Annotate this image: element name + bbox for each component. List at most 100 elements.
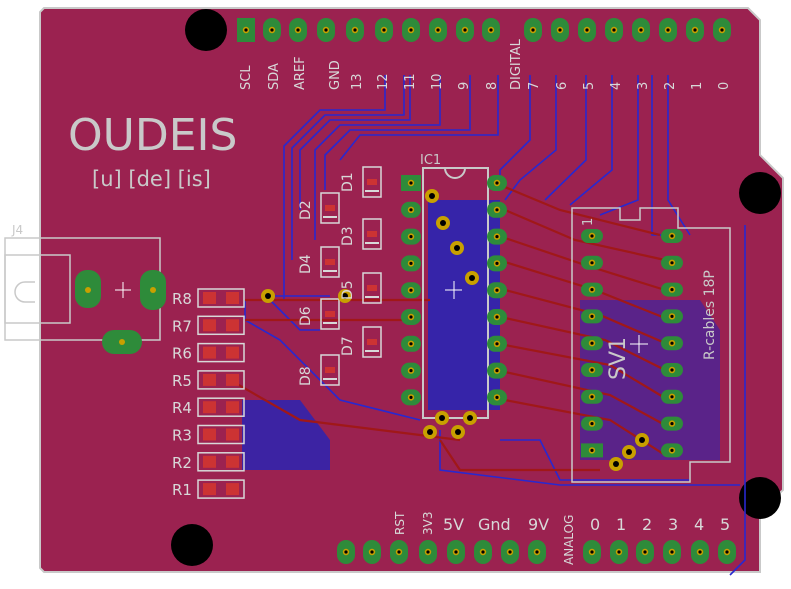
header-pin (346, 18, 364, 42)
header-pin (551, 18, 569, 42)
top-header-pins (237, 18, 731, 42)
header-label: 8 (485, 82, 500, 90)
header-label: Gnd (478, 515, 511, 534)
resistor-label: R1 (172, 481, 192, 499)
resistor-label: R7 (172, 317, 192, 335)
via (436, 216, 450, 230)
header-label: 10 (430, 73, 445, 90)
connector-pin (661, 443, 683, 458)
resistor (197, 397, 245, 417)
connector-pin (581, 229, 603, 243)
mount-hole-bottom-left (171, 524, 213, 566)
connector-pin (581, 443, 603, 458)
diode-label: D3 (340, 226, 356, 246)
header-label: 3 (668, 515, 678, 534)
diode (362, 326, 382, 358)
connector-pin (661, 416, 683, 431)
connector-pin (581, 416, 603, 431)
vias (261, 189, 649, 471)
header-label: 2 (663, 82, 678, 90)
connector-pin1-label: 1 (581, 218, 596, 226)
ic-pin (487, 175, 507, 191)
resistor-label: R4 (172, 399, 192, 417)
resistor-label: R3 (172, 427, 192, 445)
header-pin (482, 18, 500, 42)
mount-hole-right-lower (739, 477, 781, 519)
header-label: DIGITAL (509, 38, 524, 90)
diode (320, 354, 340, 386)
resistor-label: R2 (172, 454, 192, 472)
connector-pin (661, 309, 683, 324)
header-pin (447, 540, 465, 564)
header-label: SCL (239, 65, 254, 90)
header-label: 6 (555, 82, 570, 90)
connector-pin (581, 309, 603, 324)
via (451, 425, 465, 439)
header-pin (363, 540, 381, 564)
top-layer-traces (229, 183, 666, 472)
ic-pin (401, 228, 421, 245)
header-pin (337, 540, 355, 564)
header-label: ANALOG (562, 515, 576, 565)
ic-pin (487, 282, 507, 299)
bottom-header-pins (337, 540, 736, 564)
resistor (197, 452, 245, 472)
ic-pin (401, 255, 421, 272)
ic1-pins (401, 175, 507, 406)
header-pin (429, 18, 447, 42)
header-label: 7 (527, 82, 542, 90)
connector-pin (581, 389, 603, 404)
header-pin (237, 18, 255, 42)
resistor-label: R8 (172, 290, 192, 308)
bottom-layer-fills (242, 200, 720, 470)
header-pin (605, 18, 623, 42)
resistor (197, 288, 245, 308)
header-pin (659, 18, 677, 42)
dc-jack-j4 (4, 237, 166, 354)
via (450, 241, 464, 255)
diode-label: D8 (298, 366, 314, 386)
connector-pin (661, 229, 683, 243)
bottom-layer-traces (244, 75, 746, 576)
diode (362, 272, 382, 304)
header-label: 5 (720, 515, 730, 534)
diode (320, 246, 340, 278)
diode-label: D5 (340, 280, 356, 300)
sv1-pins (581, 229, 683, 458)
header-pin (317, 18, 335, 42)
connector-pin (661, 389, 683, 404)
header-pin (263, 18, 281, 42)
connector-pin (661, 363, 683, 377)
via (435, 411, 449, 425)
ic-pin (487, 255, 507, 272)
diode-label: D7 (340, 336, 356, 356)
header-pin (686, 18, 704, 42)
ic-pin (487, 201, 507, 218)
ic-pin (401, 201, 421, 218)
header-pin (583, 540, 601, 564)
ic-pin (487, 228, 507, 245)
header-pin (375, 18, 393, 42)
via (423, 425, 437, 439)
header-label: 13 (350, 73, 365, 90)
header-pin (289, 18, 307, 42)
ic-pin (401, 389, 421, 406)
connector-pin (661, 282, 683, 297)
ic-pin (401, 282, 421, 299)
header-pin (456, 18, 474, 42)
connector-pin (661, 255, 683, 270)
header-label: 9 (457, 82, 472, 90)
diode (362, 218, 382, 250)
header-pin (610, 540, 628, 564)
ic-pin (487, 309, 507, 325)
header-pin (636, 540, 654, 564)
resistor (197, 342, 245, 363)
header-label: 1 (690, 82, 705, 90)
header-pin (578, 18, 596, 42)
header-pin (691, 540, 709, 564)
board-title: OUDEIS (68, 110, 237, 161)
